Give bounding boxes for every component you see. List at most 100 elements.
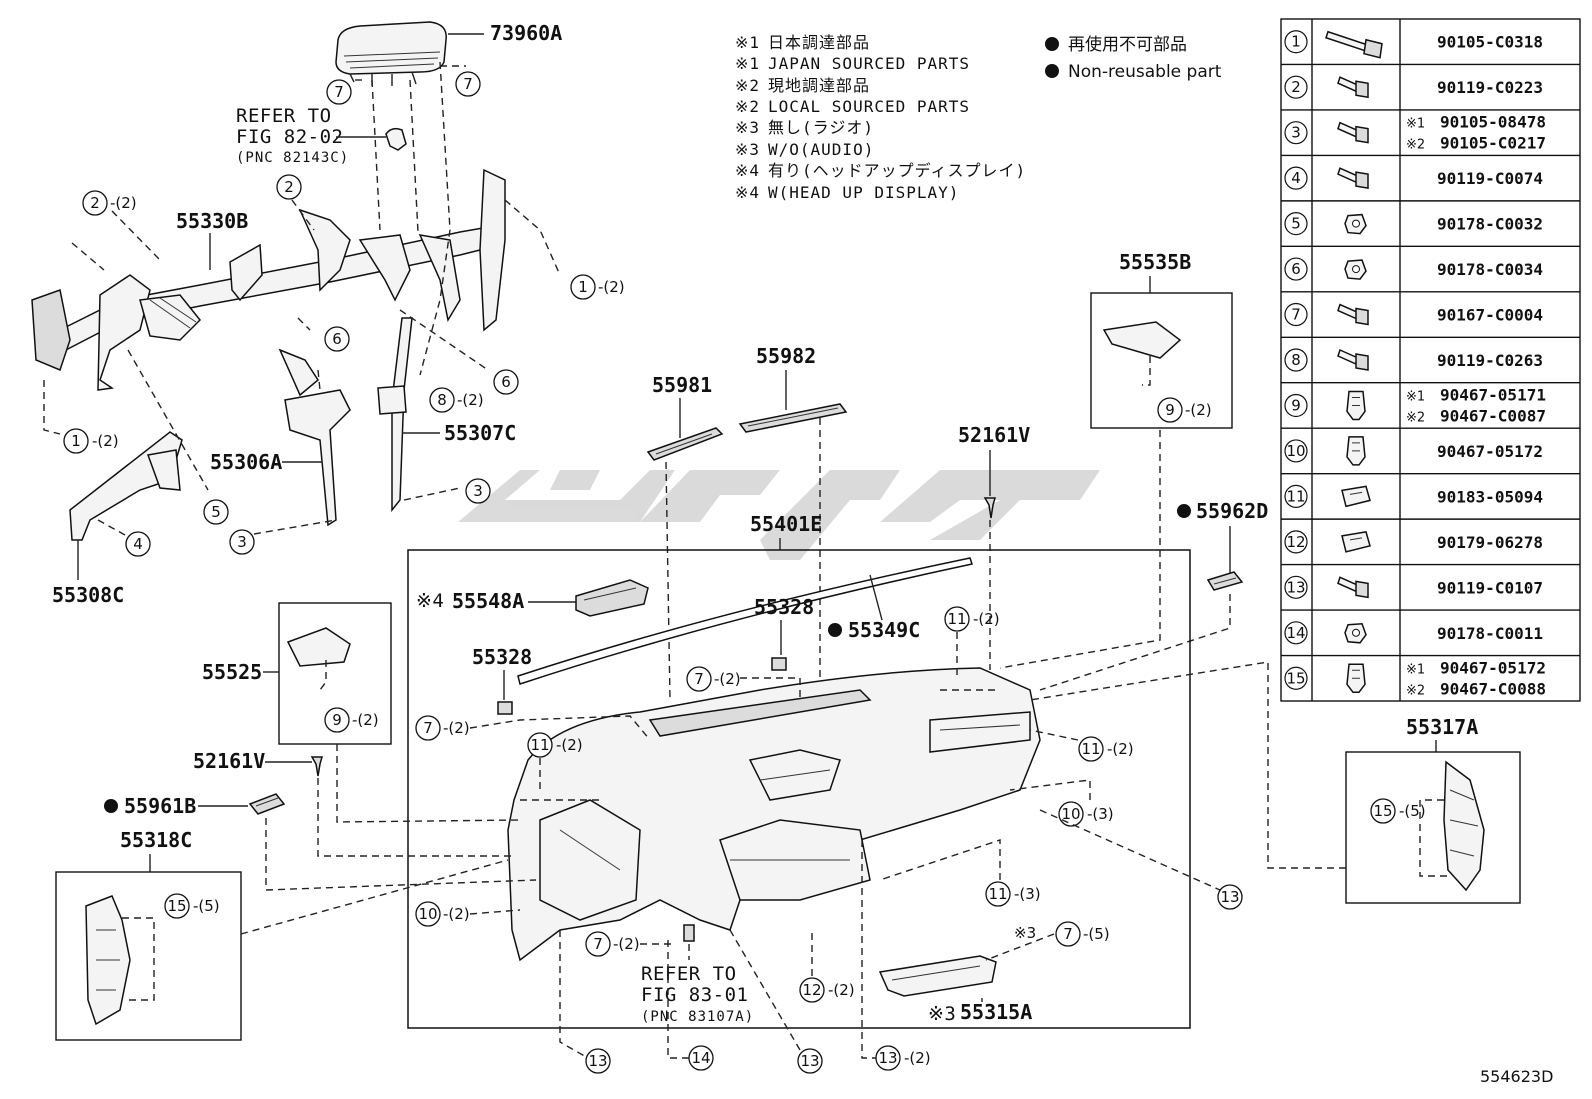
fastener-number-circle xyxy=(1284,621,1308,645)
nut-icon xyxy=(1344,259,1367,280)
svg-text:-(2): -(2) xyxy=(1185,401,1212,419)
long-bolt-icon xyxy=(1325,30,1383,59)
fastener-part-number: 90467-05172 xyxy=(1440,658,1546,677)
svg-text:-(2): -(2) xyxy=(598,278,625,296)
instrument-panel-reinforcement: 55330B xyxy=(31,168,506,391)
callout-3-b: 3 xyxy=(229,529,255,555)
region-mark: ※2 xyxy=(1406,138,1425,153)
svg-text:7: 7 xyxy=(1063,925,1073,943)
fastener-number-circle xyxy=(1284,666,1308,690)
fastener-number: 3 xyxy=(1291,124,1301,142)
fastener-part-number: 90105-C0217 xyxy=(1440,134,1546,153)
part-label-55307C: 55307C xyxy=(444,421,516,445)
svg-text:-(2): -(2) xyxy=(613,935,640,953)
refer-fig-82-02: REFER TO FIG 82-02 (PNC 82143C) xyxy=(236,105,407,166)
svg-text:10: 10 xyxy=(418,905,437,923)
svg-text:-(2): -(2) xyxy=(556,736,583,754)
clip-icon xyxy=(1346,663,1366,694)
callout-10-a: 10 -(3) xyxy=(1009,779,1114,827)
svg-text:※3: ※3 xyxy=(928,1003,956,1025)
fastener-part-number: 90105-C0318 xyxy=(1437,33,1543,52)
svg-text:9: 9 xyxy=(1165,401,1175,419)
svg-text:15: 15 xyxy=(167,897,186,915)
fastener-part-number: 90119-C0223 xyxy=(1437,78,1543,97)
svg-text:52161V: 52161V xyxy=(958,423,1030,447)
fastener-number-circle xyxy=(1284,166,1308,190)
svg-text:11: 11 xyxy=(988,885,1007,903)
svg-text:FIG 82-02: FIG 82-02 xyxy=(236,126,343,148)
svg-text:6: 6 xyxy=(501,373,511,391)
svg-text:14: 14 xyxy=(691,1049,710,1067)
note-line: JAPAN SOURCED PARTS xyxy=(768,54,970,73)
callout-3-a: 3 xyxy=(465,478,491,504)
svg-text:-(5): -(5) xyxy=(1083,925,1110,943)
legend-jp: 再使用不可部品 xyxy=(1068,34,1187,55)
svg-text:6: 6 xyxy=(332,330,342,348)
fastener-number-circle xyxy=(1284,257,1308,281)
box-55535B: 55535B 9 -(2) xyxy=(999,250,1233,669)
non-reusable-dot-icon xyxy=(104,799,118,813)
callout-8: 8 -(2) xyxy=(429,387,484,413)
svg-text:13: 13 xyxy=(1220,888,1239,906)
figure-id: 554623D xyxy=(1480,1067,1553,1086)
notes-block: ※1 日本調達部品 ※1 JAPAN SOURCED PARTS ※2 現地調達… xyxy=(735,33,1025,202)
fastener-number: 1 xyxy=(1291,33,1301,51)
svg-text:-(2): -(2) xyxy=(457,391,484,409)
fastener-number: 6 xyxy=(1291,260,1301,278)
non-reusable-dot-icon xyxy=(1177,504,1191,518)
fastener-row: 10 90467-05172 xyxy=(1284,436,1543,466)
svg-text:55535B: 55535B xyxy=(1119,250,1191,274)
svg-text:-(2): -(2) xyxy=(904,1049,931,1067)
region-mark: ※2 xyxy=(1406,683,1425,698)
part-label-55306A: 55306A xyxy=(210,450,282,474)
legend: 再使用不可部品 Non-reusable part xyxy=(1045,34,1222,82)
clip-55328-left: 55328 xyxy=(472,645,532,715)
note-line: ※3 xyxy=(735,118,760,137)
svg-text:※3: ※3 xyxy=(1014,924,1036,942)
flange-bolt-icon xyxy=(1337,348,1369,371)
callout-13-a: 13 xyxy=(559,930,611,1074)
svg-text:※4: ※4 xyxy=(416,590,444,612)
fastener-number: 10 xyxy=(1286,442,1305,460)
svg-text:55548A: 55548A xyxy=(452,589,524,613)
note-line: ※3 xyxy=(735,140,760,159)
svg-text:11: 11 xyxy=(530,736,549,754)
note-line: ※2 xyxy=(735,76,760,95)
svg-text:7: 7 xyxy=(423,719,433,737)
svg-text:13: 13 xyxy=(878,1049,897,1067)
svg-text:55328: 55328 xyxy=(754,595,814,619)
note-line: W(HEAD UP DISPLAY) xyxy=(768,183,959,202)
note-line: W/O(AUDIO) xyxy=(768,140,874,159)
fastener-part-number: 90467-05172 xyxy=(1437,442,1543,461)
callout-12: 12 -(2) xyxy=(799,930,855,1003)
note-line: LOCAL SOURCED PARTS xyxy=(768,97,970,116)
callout-13-c: 13 xyxy=(1039,809,1243,910)
svg-text:3: 3 xyxy=(473,482,483,500)
svg-text:13: 13 xyxy=(800,1052,819,1070)
svg-text:55962D: 55962D xyxy=(1196,499,1268,523)
svg-text:5: 5 xyxy=(211,503,221,521)
flange-bolt-icon xyxy=(1337,167,1369,190)
svg-text:-(5): -(5) xyxy=(1399,802,1426,820)
svg-text:3: 3 xyxy=(237,533,247,551)
svg-text:11: 11 xyxy=(947,610,966,628)
svg-text:-(2): -(2) xyxy=(828,981,855,999)
brace-55308C: 55308C xyxy=(52,431,183,607)
region-mark: ※2 xyxy=(1406,410,1425,425)
non-reusable-dot-icon xyxy=(1045,37,1059,51)
side-defroster-55981: 55981 xyxy=(646,373,724,701)
svg-text:11: 11 xyxy=(1081,740,1100,758)
fastener-number: 8 xyxy=(1291,351,1301,369)
leader-lines-upper xyxy=(43,61,561,536)
fastener-part-number: 90119-C0263 xyxy=(1437,351,1543,370)
brace-55307C: 55307C xyxy=(377,317,516,513)
callout-11-d: 11 -(3) xyxy=(879,839,1041,907)
callout-9-b: 9 -(2) xyxy=(324,707,379,733)
fastener-number-circle xyxy=(1284,530,1308,554)
